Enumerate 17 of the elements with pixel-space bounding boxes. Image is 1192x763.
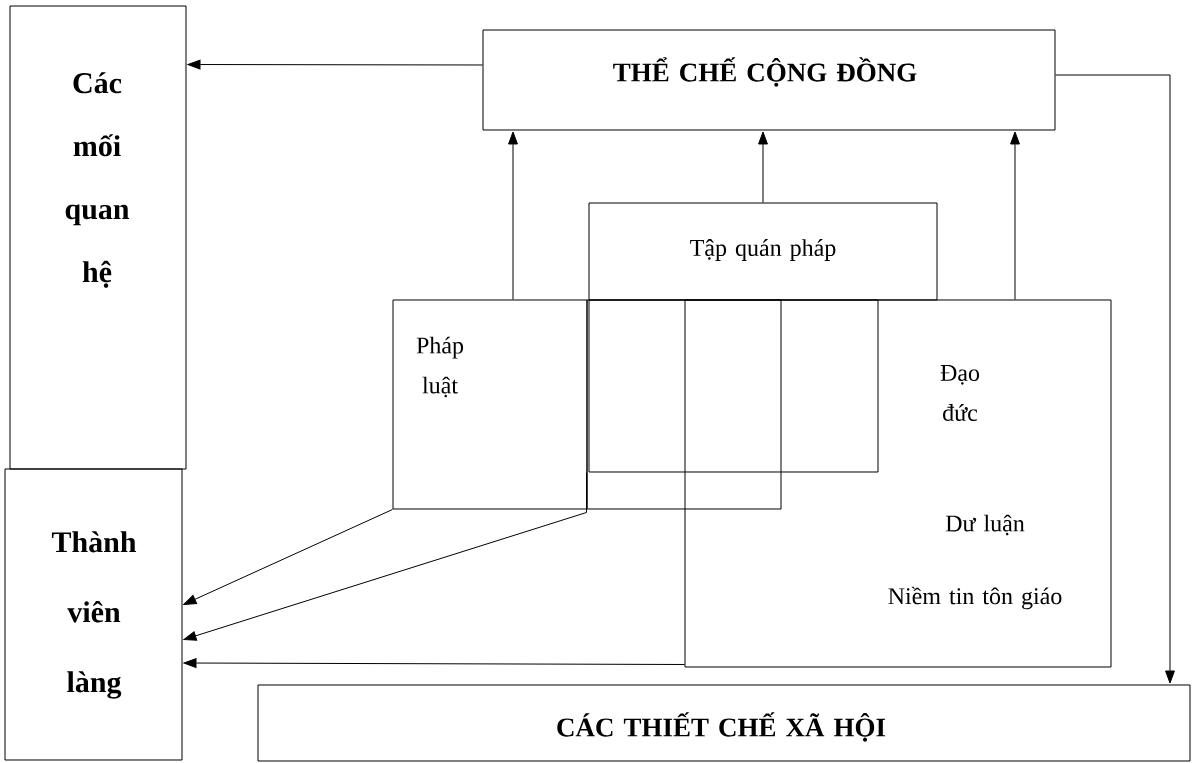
arrow [1010,131,1020,300]
concept-box: Thành viên làng [4,468,183,761]
concept-box: Tập quán pháp [588,202,938,301]
concept-box: Pháp luật [392,299,588,510]
arrow [183,472,587,641]
arrow [187,59,483,70]
arrow [758,131,768,203]
empty-box [588,299,879,473]
arrow [183,509,393,605]
arrow [508,131,518,300]
empty-box [586,299,782,510]
arrow [1055,74,1175,684]
concept-box: Các mối quan hệ [9,5,187,470]
concept-box: THỂ CHẾ CỘNG ĐỒNG [482,29,1056,131]
concept-box: CÁC THIẾT CHẾ XÃ HỘI [257,684,1191,762]
arrow [183,658,685,668]
concept-box: Đạo đức Dư luận Niềm tin tôn giáo [684,299,1112,668]
